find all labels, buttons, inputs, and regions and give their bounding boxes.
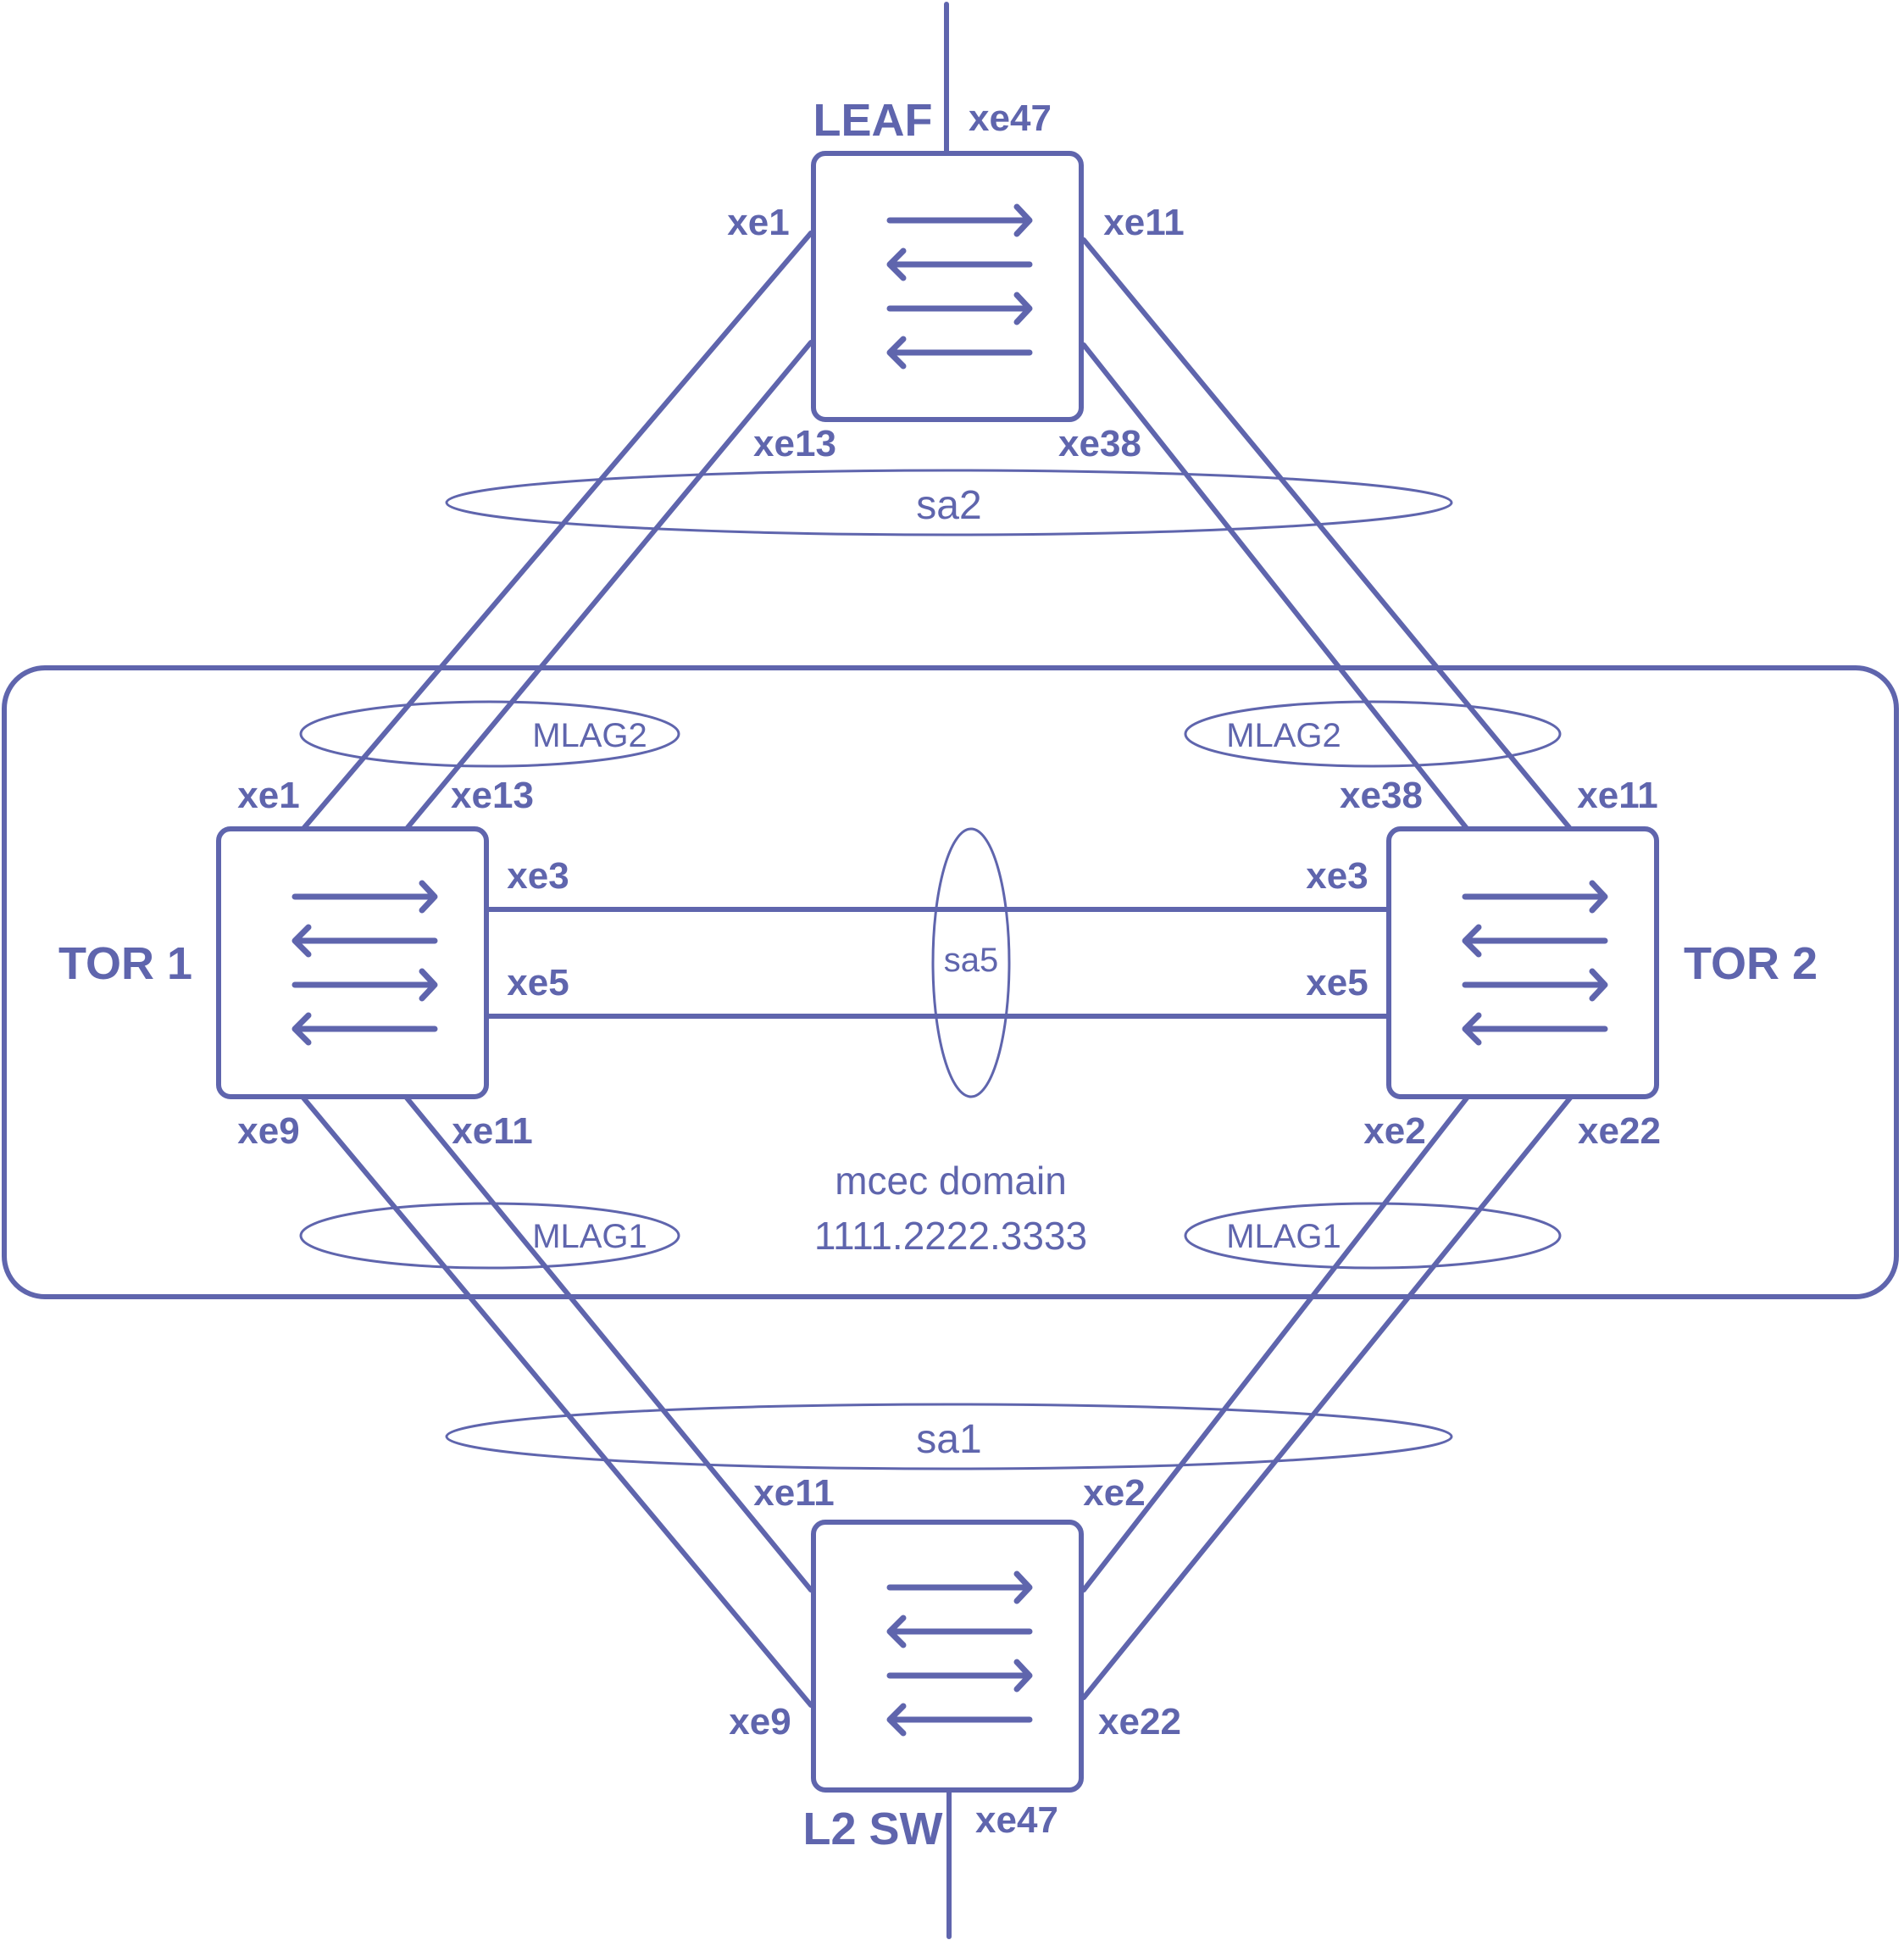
- l2sw-switch[interactable]: [811, 1520, 1084, 1793]
- link-tor1-xe11-l2sw-xe11: [402, 1093, 813, 1593]
- mlag1-left-label: MLAG1: [532, 1218, 647, 1255]
- l2sw-port-xe47: xe47: [975, 1799, 1058, 1841]
- mlag2-left-ellipse: [299, 700, 680, 768]
- l2sw-name: L2 SW: [802, 1804, 942, 1854]
- leaf-port-xe11: xe11: [1103, 202, 1184, 243]
- mlag2-left-label: MLAG2: [532, 717, 647, 754]
- mlag1-right-ellipse: [1184, 1202, 1562, 1270]
- l2sw-port-xe9: xe9: [729, 1701, 791, 1743]
- leaf-port-xe47: xe47: [969, 97, 1052, 139]
- leaf-port-xe38: xe38: [1058, 423, 1141, 464]
- lag-sa5-ellipse: [931, 827, 1011, 1098]
- tor1-port-xe3: xe3: [507, 855, 569, 897]
- lag-sa1-ellipse: [445, 1403, 1453, 1470]
- mcec-domain-box: [2, 665, 1899, 1299]
- link-leaf-xe13-tor1-xe13: [402, 340, 813, 833]
- leaf-port-xe13: xe13: [753, 423, 836, 464]
- tor1-port-xe9: xe9: [237, 1110, 299, 1152]
- tor1-name: TOR 1: [58, 938, 192, 989]
- lag-sa1-label: sa1: [916, 1417, 981, 1462]
- mcec-domain-id: 1111.2222.3333: [814, 1214, 1087, 1258]
- link-leaf-xe11-tor2-xe11: [1081, 237, 1574, 833]
- tor2-port-xe11: xe11: [1577, 775, 1657, 816]
- lag-sa2-ellipse: [445, 469, 1453, 536]
- link-tor2-xe2-l2sw-xe2: [1081, 1093, 1471, 1593]
- tor1-port-xe13: xe13: [451, 775, 534, 816]
- tor1-switch[interactable]: [216, 826, 489, 1099]
- tor2-name: TOR 2: [1684, 938, 1818, 989]
- link-tor2-xe22-l2sw-xe22: [1081, 1093, 1574, 1700]
- link-tor1-xe9-l2sw-xe9: [299, 1093, 813, 1708]
- mlag1-right-label: MLAG1: [1226, 1218, 1341, 1255]
- lag-sa5-label: sa5: [944, 942, 999, 979]
- tor2-port-xe5: xe5: [1306, 962, 1368, 1003]
- link-leaf-xe1-tor1-xe1: [299, 231, 813, 833]
- mlag1-left-ellipse: [299, 1202, 680, 1270]
- mcec-domain-label: mcec domain: [835, 1159, 1067, 1203]
- l2sw-port-xe11: xe11: [753, 1472, 834, 1514]
- l2sw-port-xe2: xe2: [1083, 1472, 1145, 1514]
- lag-sa2-label: sa2: [916, 483, 981, 528]
- tor2-port-xe22: xe22: [1578, 1110, 1661, 1152]
- leaf-port-xe1: xe1: [727, 202, 789, 243]
- leaf-switch[interactable]: [811, 151, 1084, 422]
- link-leaf-xe38-tor2-xe38: [1081, 342, 1471, 833]
- tor1-port-xe1: xe1: [237, 775, 299, 816]
- tor1-port-xe5: xe5: [507, 962, 569, 1003]
- tor2-switch[interactable]: [1386, 826, 1659, 1099]
- tor2-port-xe2: xe2: [1363, 1110, 1425, 1152]
- l2sw-port-xe22: xe22: [1098, 1701, 1181, 1743]
- leaf-name: LEAF: [813, 95, 933, 146]
- mlag2-right-label: MLAG2: [1226, 717, 1341, 754]
- mlag2-right-ellipse: [1184, 700, 1562, 768]
- tor1-port-xe11: xe11: [452, 1110, 532, 1152]
- tor2-port-xe38: xe38: [1340, 775, 1423, 816]
- tor2-port-xe3: xe3: [1306, 855, 1368, 897]
